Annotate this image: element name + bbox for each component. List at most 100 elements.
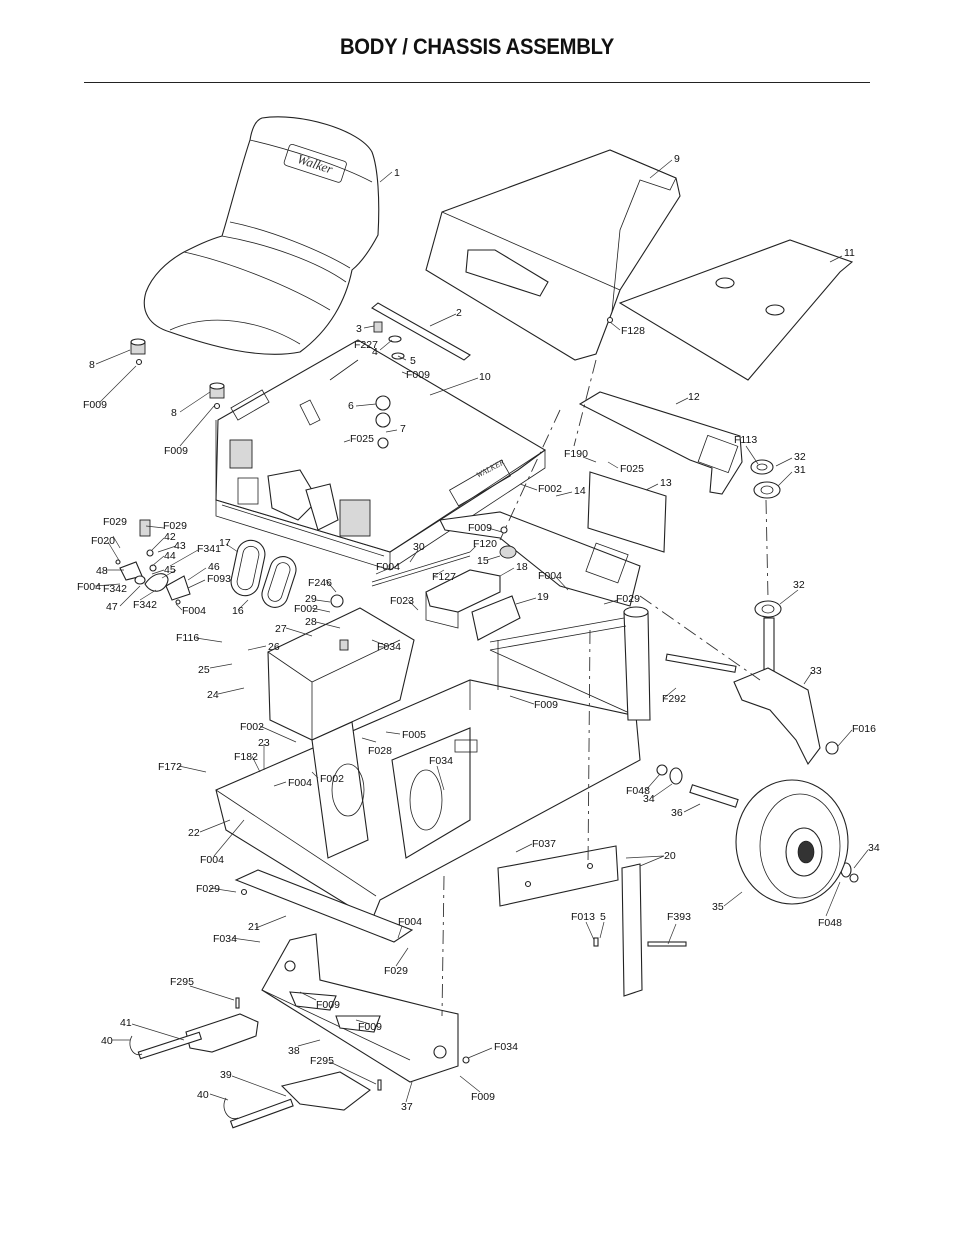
callout: 2 xyxy=(456,307,462,319)
callout: F393 xyxy=(667,911,691,923)
callout: 13 xyxy=(660,477,672,489)
callout: F116 xyxy=(176,632,199,644)
callout: 8 xyxy=(89,359,95,371)
callout: 42 xyxy=(164,531,176,543)
callout: 32 xyxy=(793,579,805,591)
callout: F009 xyxy=(316,999,340,1011)
hitch-frame xyxy=(261,933,470,1083)
callout: 5 xyxy=(600,911,606,923)
callout: F182 xyxy=(234,751,258,763)
callout: F005 xyxy=(402,729,426,741)
callout: 20 xyxy=(664,850,676,862)
callout: 1 xyxy=(394,167,400,179)
callout: F034 xyxy=(494,1041,518,1053)
callout: F013 xyxy=(571,911,595,923)
callout: 23 xyxy=(258,737,270,749)
callout: 28 xyxy=(305,616,317,628)
callout: F029 xyxy=(163,520,187,532)
callout: F016 xyxy=(852,723,876,735)
callout: 34 xyxy=(868,842,880,854)
callout: 46 xyxy=(208,561,220,573)
page-title: BODY / CHASSIS ASSEMBLY xyxy=(339,34,615,59)
callout: 11 xyxy=(844,247,855,259)
callout: 37 xyxy=(401,1101,413,1113)
callout: 41 xyxy=(120,1017,132,1029)
caster-yoke xyxy=(665,617,839,766)
callout: 33 xyxy=(810,665,822,677)
callout: F009 xyxy=(534,699,558,711)
callout: F029 xyxy=(616,593,640,605)
callout: 4 xyxy=(372,346,378,358)
callout: F295 xyxy=(310,1055,334,1067)
callout: F342 xyxy=(103,583,127,595)
callout: F128 xyxy=(621,325,645,337)
callout: F034 xyxy=(213,933,237,945)
callout: F009 xyxy=(83,399,107,411)
callout: F004 xyxy=(538,570,562,582)
callout: F002 xyxy=(320,773,344,785)
callout: F004 xyxy=(398,916,422,928)
callout: 19 xyxy=(537,591,549,603)
battery-box xyxy=(267,607,415,741)
wheel-axle xyxy=(656,764,859,883)
callout-labels: 1 2 3 F227 4 5 F009 8 F009 10 8 6 7 F025… xyxy=(77,153,880,1113)
callout: F002 xyxy=(538,483,562,495)
callout: F034 xyxy=(429,755,453,767)
callout: F048 xyxy=(626,785,650,797)
callout: F048 xyxy=(818,917,842,929)
callout: F025 xyxy=(620,463,644,475)
hood xyxy=(425,149,681,361)
callout: 8 xyxy=(171,407,177,419)
callout: F172 xyxy=(158,761,182,773)
callout: F292 xyxy=(662,693,686,705)
callout: 43 xyxy=(174,540,186,552)
callout: F342 xyxy=(133,599,157,611)
callout: 35 xyxy=(712,901,724,913)
callout: 7 xyxy=(400,423,406,435)
belts xyxy=(230,539,297,608)
shield-guard xyxy=(439,391,743,607)
callout: F037 xyxy=(532,838,556,850)
control-rod xyxy=(330,526,517,608)
callout: 12 xyxy=(688,391,700,403)
callout: F004 xyxy=(77,581,101,593)
callout: F190 xyxy=(564,448,588,460)
callout: F120 xyxy=(473,538,497,550)
caster-tube xyxy=(489,606,651,721)
callout: 32 xyxy=(794,451,806,463)
title-divider xyxy=(84,82,870,83)
latch-hardware xyxy=(115,519,191,605)
floor-plate xyxy=(618,239,854,381)
seat: Walker xyxy=(143,116,380,355)
callout: F004 xyxy=(200,854,224,866)
callout: F127 xyxy=(432,571,456,583)
callout: F009 xyxy=(471,1091,495,1103)
leader-lines xyxy=(94,159,869,1103)
callout: 38 xyxy=(288,1045,300,1057)
callout: 44 xyxy=(164,550,176,562)
callout: 14 xyxy=(574,485,586,497)
callout: 26 xyxy=(268,641,280,653)
callout: F029 xyxy=(384,965,408,977)
callout: 17 xyxy=(219,537,231,549)
callout: F246 xyxy=(308,577,332,589)
bottom-plate xyxy=(234,869,414,943)
callout: 22 xyxy=(188,827,200,839)
seat-bumpers xyxy=(130,338,225,410)
callout: 3 xyxy=(356,323,362,335)
callout: F002 xyxy=(240,721,264,733)
callout: 45 xyxy=(164,564,176,576)
callout: 36 xyxy=(671,807,683,819)
callout: 25 xyxy=(198,664,210,676)
bearings xyxy=(750,459,782,618)
callout: F028 xyxy=(368,745,392,757)
callout: F295 xyxy=(170,976,194,988)
callout: F227 xyxy=(354,339,378,351)
callout: 34 xyxy=(643,793,655,805)
callout: F113 xyxy=(734,434,757,446)
callout: 5 xyxy=(410,355,416,367)
callout: 6 xyxy=(348,400,354,412)
callout: F004 xyxy=(376,561,400,573)
callout: F029 xyxy=(103,516,127,528)
